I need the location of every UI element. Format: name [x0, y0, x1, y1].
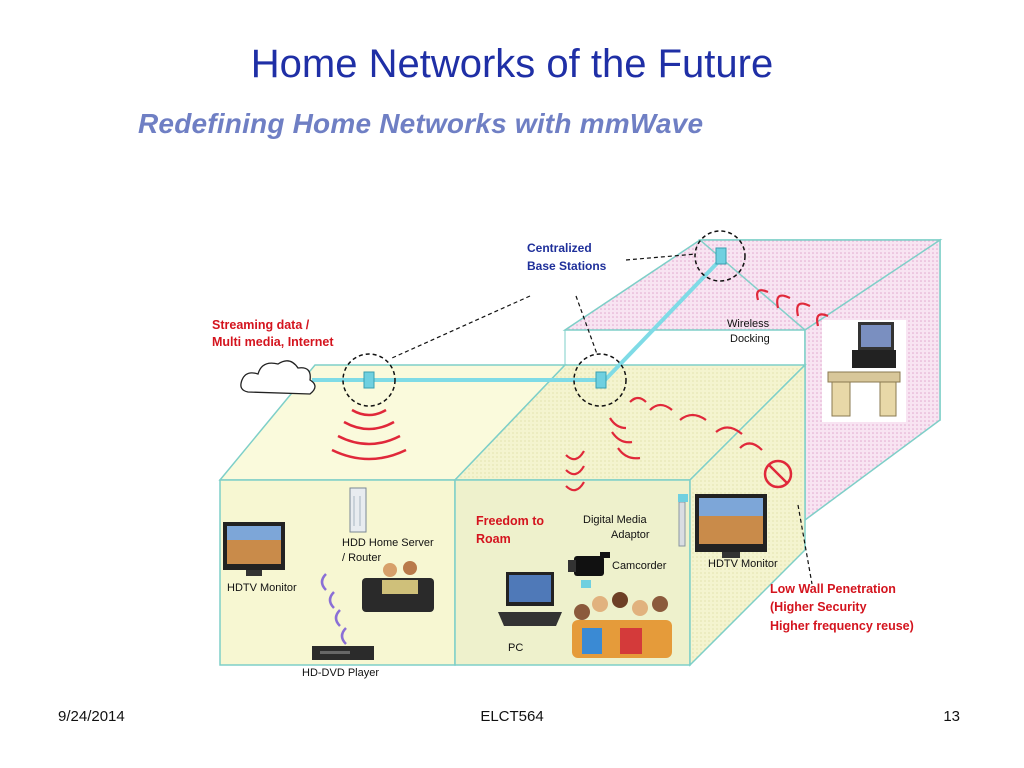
label-hdtv-monitor-right: HDTV Monitor	[708, 558, 778, 570]
label-low-wall-1: Low Wall Penetration	[770, 582, 896, 596]
digital-media-adaptor-icon	[678, 501, 686, 547]
base-station-middle	[573, 353, 627, 407]
label-digital-media-2: Adaptor	[611, 529, 650, 541]
slide-title: Home Networks of the Future	[250, 42, 774, 86]
camcorder-icon	[568, 552, 610, 576]
pc-laptop-icon	[498, 572, 562, 626]
wireless-docking-desk-icon	[822, 320, 906, 422]
access-point-right-icon	[678, 494, 688, 502]
wave-left-base	[331, 408, 407, 461]
network-links	[312, 256, 724, 382]
label-wireless-docking-1: Wireless	[727, 318, 770, 330]
label-hdd-server-1: HDD Home Server	[342, 537, 434, 549]
hd-dvd-player-icon	[312, 646, 374, 660]
wave-dvd	[320, 573, 347, 645]
children-group-icon	[572, 592, 672, 658]
base-station-right	[694, 230, 746, 282]
base-station-left	[342, 353, 396, 407]
label-streaming-2: Multi media, Internet	[212, 335, 334, 349]
footer-page-number: 13	[943, 708, 960, 725]
label-hdtv-monitor-left: HDTV Monitor	[227, 582, 297, 594]
slide-subtitle: Redefining Home Networks with mmWave	[138, 108, 704, 139]
no-penetration-icon	[763, 459, 793, 489]
label-low-wall-3: Higher frequency reuse)	[770, 619, 914, 633]
leader-lines	[391, 253, 813, 585]
label-freedom-2: Roam	[476, 532, 511, 546]
label-streaming-1: Streaming data /	[212, 318, 310, 332]
label-base-stations-2: Base Stations	[527, 259, 607, 273]
label-hd-dvd-player: HD-DVD Player	[302, 667, 379, 679]
sofa-people-icon	[362, 561, 434, 612]
footer-date: 9/24/2014	[58, 708, 125, 725]
label-wireless-docking-2: Docking	[730, 333, 770, 345]
label-base-stations-1: Centralized	[527, 241, 592, 255]
hdd-home-server-icon	[349, 487, 367, 533]
label-low-wall-2: (Higher Security	[770, 600, 867, 614]
label-pc: PC	[508, 642, 523, 654]
footer-course: ELCT564	[480, 708, 544, 725]
wave-middle-down	[565, 450, 585, 492]
wave-right-room	[756, 289, 829, 327]
hdtv-monitor-right-icon	[695, 494, 767, 558]
cloud-icon	[240, 360, 316, 395]
access-point-middle-icon	[581, 580, 591, 588]
label-hdd-server-2: / Router	[342, 552, 381, 564]
label-freedom-1: Freedom to	[476, 514, 544, 528]
label-camcorder: Camcorder	[612, 560, 667, 572]
label-digital-media-1: Digital Media	[583, 514, 647, 526]
hdtv-monitor-left-icon	[223, 522, 285, 576]
wave-middle-diag	[609, 396, 763, 460]
